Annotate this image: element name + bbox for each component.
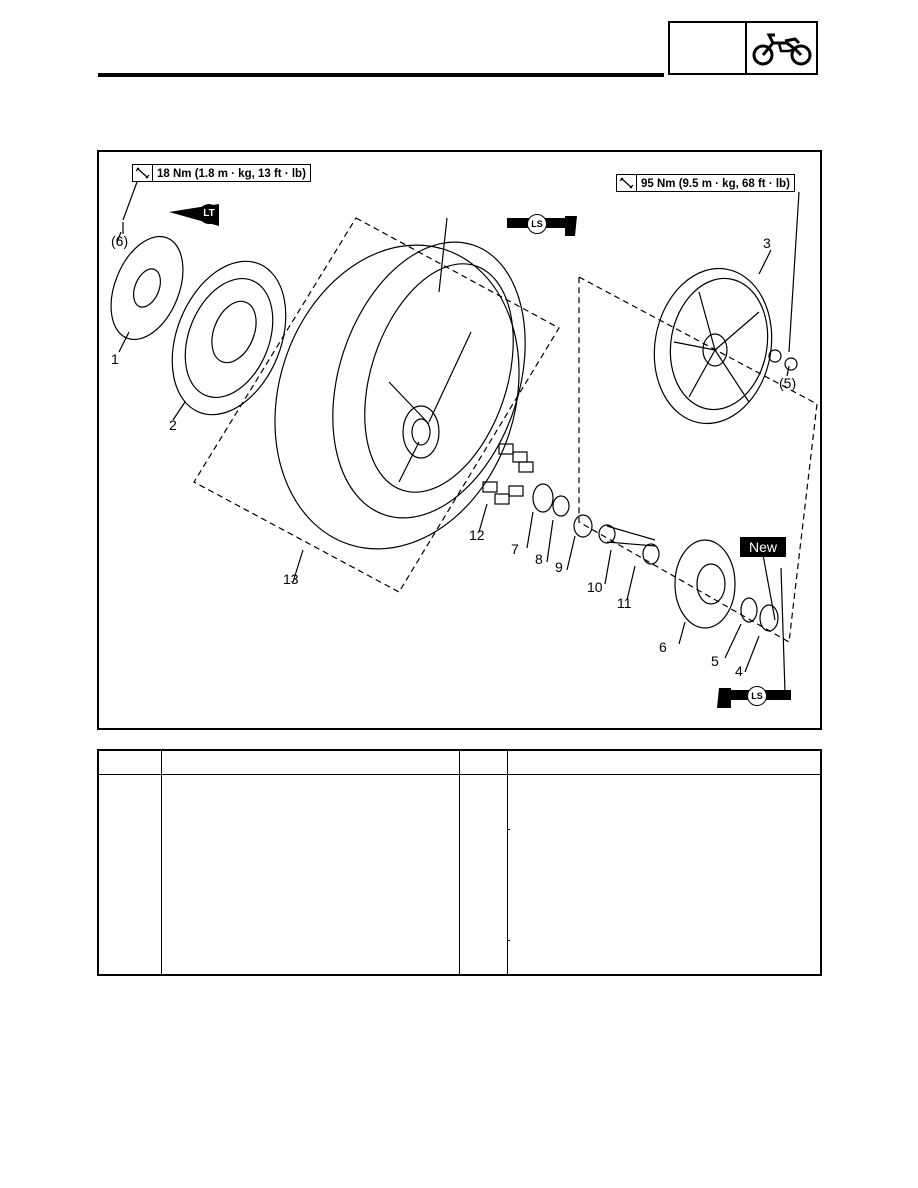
table-bracket: [507, 829, 510, 941]
exploded-view-diagram: LT LS LS 18 Nm (1.8 m · kg, 13 ft · lb) …: [97, 150, 822, 730]
callout-7: 7: [511, 541, 519, 557]
callout-5: 5: [711, 653, 719, 669]
torque-spec-text: 18 Nm (1.8 m · kg, 13 ft · lb): [157, 168, 306, 180]
lube-label-bottom: LS: [747, 686, 767, 706]
new-part-badge: New: [740, 537, 786, 557]
table-column-divider: [161, 751, 162, 974]
callout-10: 10: [587, 579, 603, 595]
callout-4: 4: [735, 663, 743, 679]
parts-table: [97, 749, 822, 976]
locktite-label: LT: [199, 204, 219, 224]
rear-wheel-exploded-drawing: [110, 181, 818, 708]
callout-12: 12: [469, 527, 485, 543]
callout-6: 6: [659, 639, 667, 655]
section-box-blank: [668, 21, 747, 75]
callout-11: 11: [617, 595, 632, 611]
callout-9: 9: [555, 559, 563, 575]
lube-label-top: LS: [527, 214, 547, 234]
torque-wrench-icon: [133, 165, 153, 181]
callout-2: 2: [169, 417, 177, 433]
torque-spec-text: 95 Nm (9.5 m · kg, 68 ft · lb): [641, 178, 790, 190]
torque-spec-pulley-nut: 95 Nm (9.5 m · kg, 68 ft · lb): [616, 174, 795, 192]
motorcycle-icon: [752, 33, 812, 66]
callout-5p: (5): [779, 375, 797, 391]
callout-3: 3: [763, 235, 771, 251]
callout-8: 8: [535, 551, 543, 567]
table-column-divider: [459, 751, 460, 974]
callout-1: 1: [111, 351, 119, 367]
header-rule: [98, 73, 664, 77]
callout-6p: (6): [111, 233, 129, 249]
section-box-icon: [745, 21, 818, 75]
callout-13: 13: [283, 571, 299, 587]
torque-wrench-icon: [617, 175, 637, 191]
torque-spec-disc-bolt: 18 Nm (1.8 m · kg, 13 ft · lb): [132, 164, 311, 182]
